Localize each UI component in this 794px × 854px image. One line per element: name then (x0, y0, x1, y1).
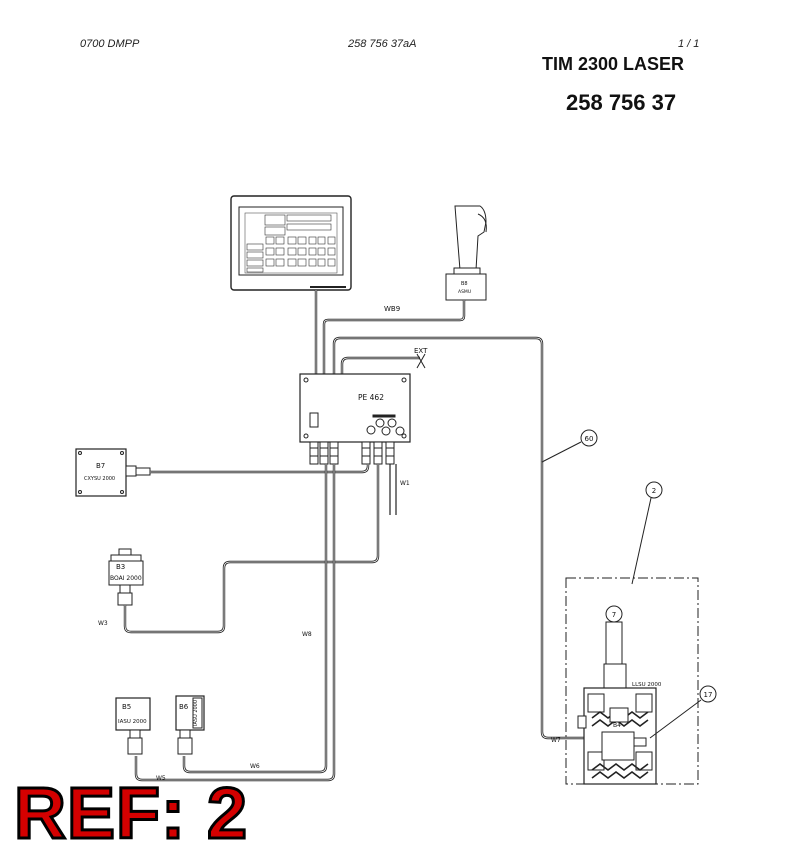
sensor-b6 (175, 695, 205, 755)
drawing-number: 258 756 37 (566, 90, 677, 115)
callout-7: 7 (612, 611, 616, 619)
joystick-b8-label: B8 (461, 281, 468, 287)
sensor-b3-label: B3 (116, 563, 125, 571)
cable-label-w7: W7 (551, 737, 561, 744)
sensor-b5-model: IASU 2000 (118, 719, 147, 725)
machine-title: TIM 2300 LASER (542, 54, 685, 74)
laser-unit (577, 621, 657, 785)
cable-label-w6: W6 (250, 763, 260, 770)
pe462-label: PE 462 (358, 393, 384, 402)
sensor-b3-model: BOAI 2000 (110, 575, 142, 582)
laser-model-label: LLSU 2000 (632, 682, 662, 688)
doc-code: 0700 DMPP (80, 38, 140, 50)
cable-label-wb9: WB9 (384, 305, 400, 313)
pe462-box (299, 373, 411, 443)
sensor-b6-model: IASU 2000 (193, 700, 199, 726)
drawing-revision: 258 756 37aA (348, 38, 417, 50)
control-panel (230, 195, 352, 291)
sensor-b7-model: CXYSU 2000 (84, 476, 115, 482)
sensor-b7 (75, 448, 151, 497)
callout-60: 60 (585, 435, 594, 443)
reference-label: REF: 2 (12, 774, 249, 854)
ext-label: EXT (414, 347, 428, 355)
sensor-b6-label: B6 (179, 703, 189, 711)
laser-b4-label: B4 (613, 722, 621, 729)
cable-label-w8: W8 (302, 631, 312, 638)
callout-2: 2 (652, 487, 656, 495)
sensor-b5 (115, 697, 151, 755)
sensor-b3 (108, 548, 144, 606)
sensor-b5-label: B5 (122, 703, 131, 711)
cable-label-w1: W1 (400, 480, 410, 487)
sensor-b7-label: B7 (96, 462, 105, 470)
joystick-b8-model: ASMU (458, 289, 471, 295)
cable-label-w5: W5 (156, 775, 166, 782)
cable-label-w3: W3 (98, 620, 108, 627)
page-indicator: 1 / 1 (678, 38, 700, 50)
joystick-b8 (445, 205, 487, 301)
callout-17: 17 (704, 691, 713, 699)
